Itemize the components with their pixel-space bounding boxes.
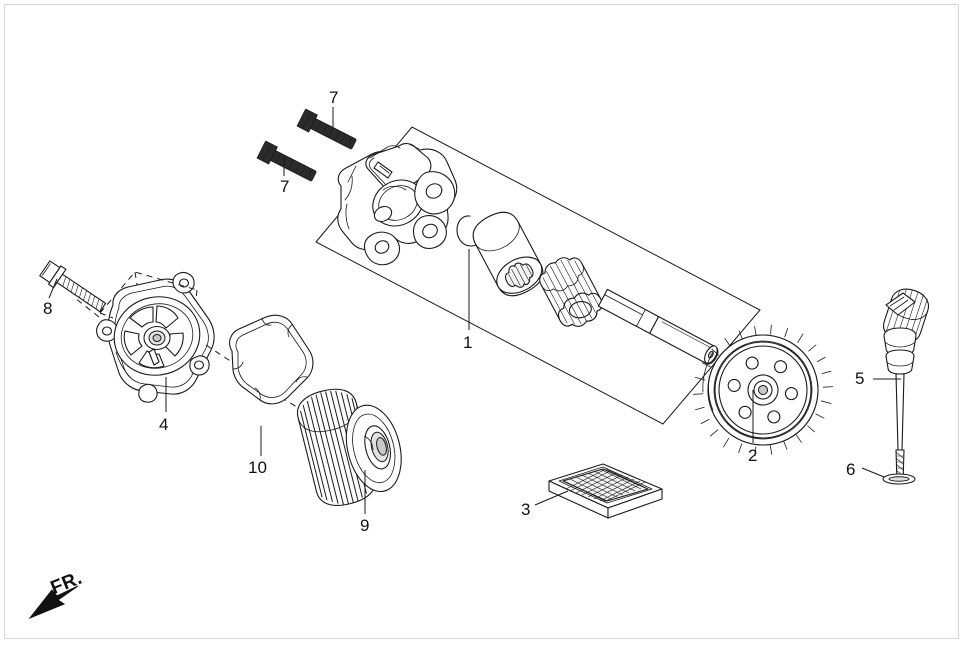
callout-7-lower-bolt: 7 xyxy=(280,177,290,196)
callout-5-oil-level-dipstick: 5 xyxy=(855,369,865,388)
callout-4-pump-cover: 4 xyxy=(159,415,169,434)
callout-9-oil-filter-cartridge: 9 xyxy=(360,516,370,535)
callout-8-flange-bolt: 8 xyxy=(43,299,53,318)
callout-3-oil-strainer-screen: 3 xyxy=(521,500,531,519)
part-9-oil-filter-cartridge xyxy=(296,388,402,506)
part-1c-outer-rotor xyxy=(472,211,544,297)
part-1e-pump-shaft xyxy=(597,288,719,365)
callout-10-pump-cover-gasket: 10 xyxy=(248,458,267,477)
part-7-lower-bolt xyxy=(256,140,317,182)
callout-leader-lines xyxy=(48,107,901,514)
part-1d-inner-rotor xyxy=(539,257,603,327)
part-2-driven-gear xyxy=(693,324,834,457)
part-8-flange-bolt xyxy=(39,260,107,313)
callout-7-upper-bolt: 7 xyxy=(329,88,339,107)
part-5-oil-dipstick xyxy=(883,288,929,484)
part-1a-oil-pump-body xyxy=(337,143,458,266)
part-6-dipstick-o-ring xyxy=(882,473,916,485)
part-10-cover-gasket xyxy=(229,314,314,405)
callout-1-oil-pump-assembly: 1 xyxy=(463,333,473,352)
callout-6-dipstick-o-ring: 6 xyxy=(846,460,856,479)
part-7-upper-bolt xyxy=(296,108,357,150)
part-3-oil-strainer-screen xyxy=(548,463,663,519)
part-4-pump-cover xyxy=(96,271,215,403)
callout-2-driven-gear: 2 xyxy=(748,446,758,465)
front-direction-arrow xyxy=(28,585,79,620)
